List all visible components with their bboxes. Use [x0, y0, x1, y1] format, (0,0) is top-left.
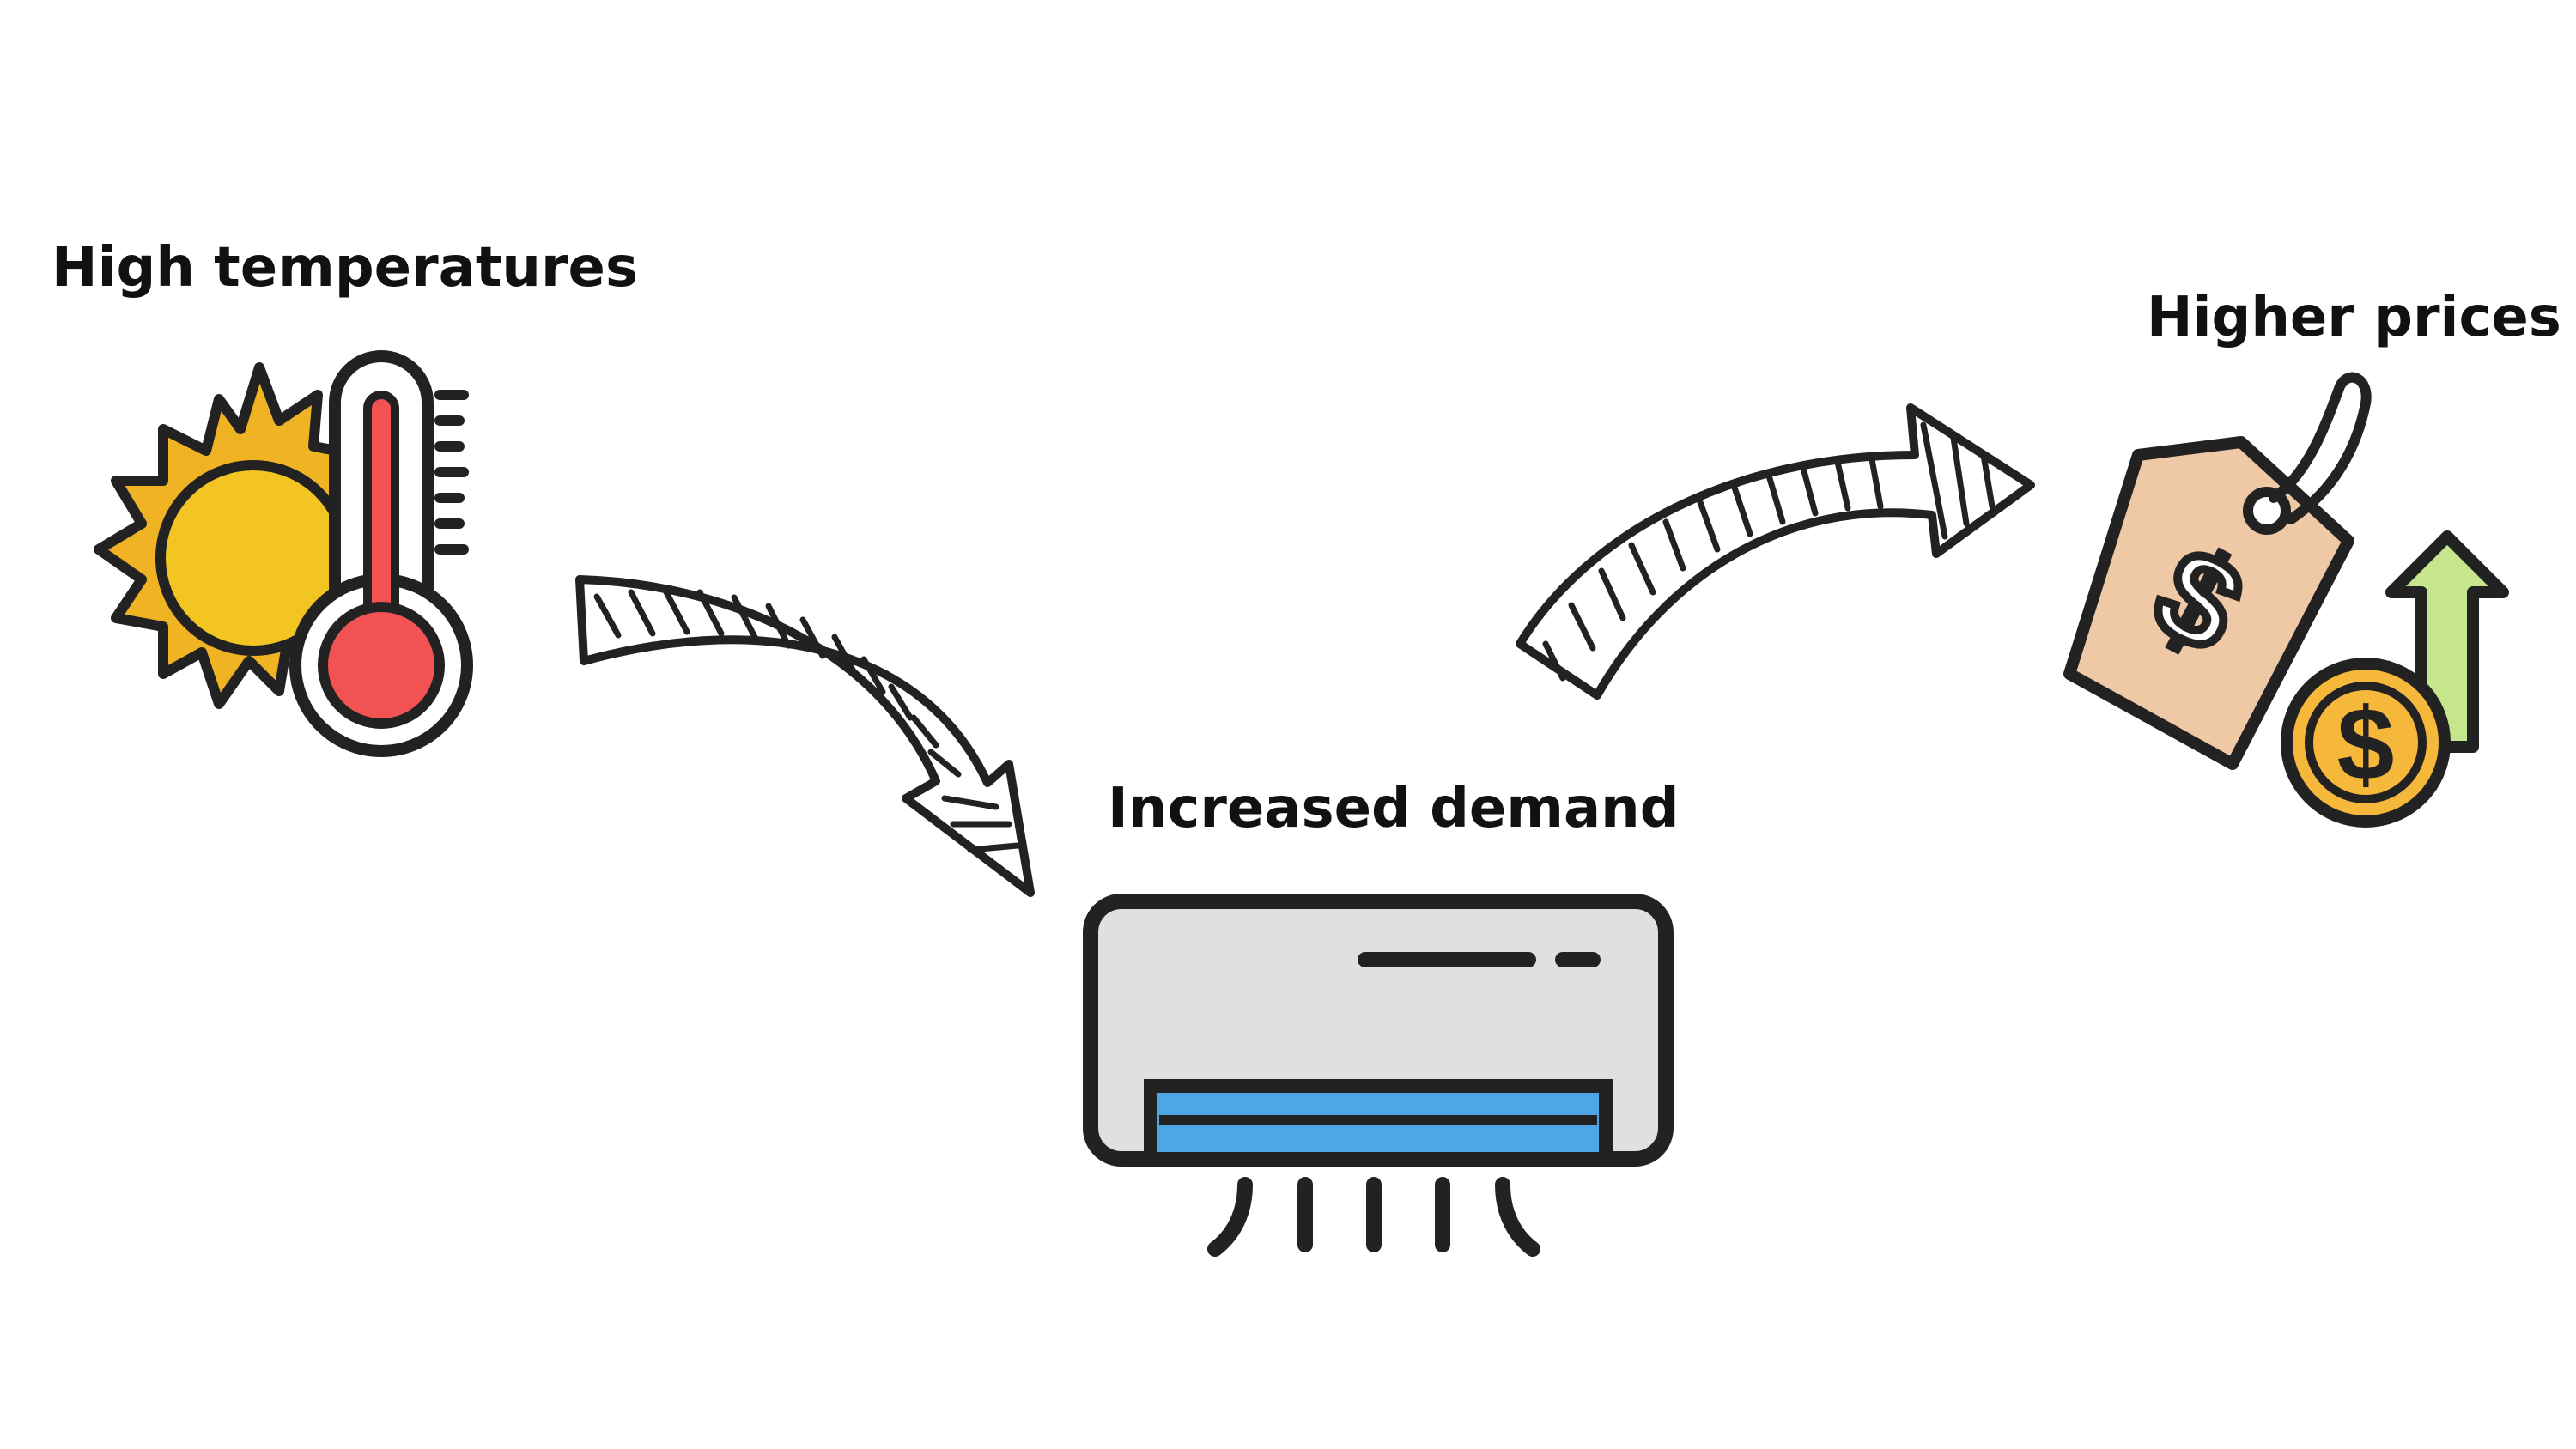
thermometer-scale-ticks — [434, 390, 469, 555]
coin-inner-ring — [2305, 682, 2427, 803]
coin-dollar-glyph: $ — [2337, 687, 2395, 802]
price-tag-up-icon: $ $ — [2063, 372, 2509, 828]
arrow-up-right-hatching — [1542, 421, 1996, 682]
arrow-down-right-outline — [575, 575, 1035, 897]
air-conditioner-icon — [1083, 894, 1674, 1257]
step-label-increased-demand: Increased demand — [1108, 777, 1680, 840]
step-label-higher-prices: Higher prices — [2147, 286, 2561, 349]
arrow-down-right-hatching — [593, 587, 1021, 853]
arrow-down-right-icon — [575, 575, 1035, 897]
price-tag-string — [2269, 372, 2372, 524]
up-arrow-shape — [2385, 530, 2509, 753]
step-label-high-temperatures: High temperatures — [52, 236, 639, 300]
arrow-up-right-outline — [1516, 403, 2035, 700]
ac-airflow-lines — [1207, 1177, 1540, 1257]
sun-thermometer-icon — [94, 350, 473, 757]
thermometer-bulb-fill — [318, 602, 445, 729]
arrow-up-right-icon — [1516, 403, 2035, 700]
